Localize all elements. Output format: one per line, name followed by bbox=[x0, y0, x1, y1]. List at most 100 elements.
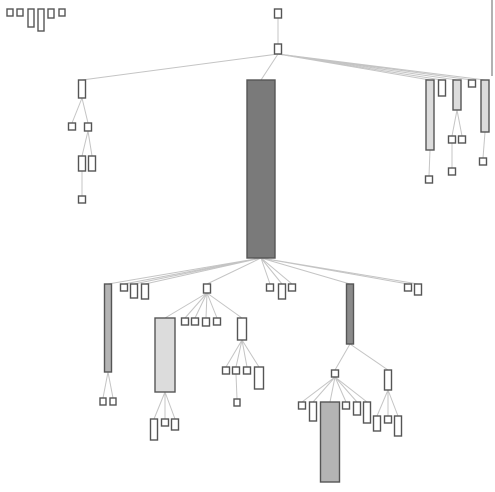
tree-edge bbox=[376, 389, 389, 417]
tree-node[interactable] bbox=[273, 8, 283, 19]
tree-node[interactable] bbox=[201, 317, 211, 327]
tree-node[interactable] bbox=[170, 418, 180, 431]
tree-node[interactable] bbox=[103, 283, 113, 373]
tree-edge bbox=[206, 292, 243, 319]
tree-node[interactable] bbox=[140, 283, 150, 300]
tree-edge bbox=[260, 257, 271, 285]
tree-node[interactable] bbox=[236, 317, 248, 341]
tree-node[interactable] bbox=[190, 317, 200, 326]
tree-node[interactable] bbox=[478, 157, 488, 166]
tree-node[interactable] bbox=[372, 415, 382, 432]
tree-edge bbox=[206, 257, 262, 285]
tree-node[interactable] bbox=[180, 317, 190, 326]
tree-node[interactable] bbox=[149, 418, 159, 441]
tree-edge bbox=[334, 376, 358, 403]
tree-node[interactable] bbox=[352, 401, 362, 416]
tree-node[interactable] bbox=[242, 366, 252, 375]
tree-edge bbox=[81, 97, 89, 124]
tree-node[interactable] bbox=[273, 43, 283, 55]
tree-edge bbox=[102, 371, 109, 399]
tree-edge bbox=[164, 292, 208, 319]
tree-node[interactable] bbox=[287, 283, 297, 292]
tree-edge bbox=[194, 292, 208, 319]
tree-edge bbox=[428, 149, 431, 177]
tree-node[interactable] bbox=[129, 283, 139, 299]
tree-edge bbox=[71, 97, 83, 124]
tree-edge bbox=[260, 257, 419, 285]
tree-edge bbox=[312, 376, 336, 403]
tree-node[interactable] bbox=[341, 401, 351, 410]
tree-node[interactable] bbox=[319, 401, 341, 483]
tree-edge bbox=[387, 389, 399, 417]
tree-node[interactable] bbox=[362, 401, 372, 424]
tree-node[interactable] bbox=[277, 283, 287, 300]
tree-node[interactable] bbox=[447, 167, 457, 176]
tree-node[interactable] bbox=[424, 175, 434, 184]
tree-node[interactable] bbox=[345, 283, 355, 345]
tree-node[interactable] bbox=[231, 366, 241, 375]
tree-node[interactable] bbox=[77, 155, 87, 172]
tree-node[interactable] bbox=[16, 8, 24, 17]
tree-node[interactable] bbox=[77, 79, 87, 99]
tree-edge bbox=[241, 339, 248, 368]
tree-node[interactable] bbox=[221, 366, 231, 375]
tree-edge bbox=[235, 373, 238, 400]
tree-edge bbox=[482, 131, 486, 159]
tree-node[interactable] bbox=[413, 283, 423, 296]
tree-edge bbox=[205, 292, 208, 319]
tree-node[interactable] bbox=[383, 369, 393, 391]
tree-node[interactable] bbox=[6, 8, 14, 17]
tree-node[interactable] bbox=[403, 283, 413, 292]
tree-node[interactable] bbox=[83, 122, 93, 132]
tree-edge bbox=[164, 391, 176, 420]
tree-edges bbox=[71, 0, 493, 420]
tree-edge bbox=[334, 376, 368, 403]
tree-node[interactable] bbox=[77, 195, 87, 204]
tree-edge bbox=[334, 343, 351, 371]
tree-node[interactable] bbox=[308, 401, 318, 422]
tree-edge bbox=[260, 257, 351, 285]
tree-node[interactable] bbox=[99, 397, 107, 406]
tree-node[interactable] bbox=[160, 418, 170, 427]
tree-node[interactable] bbox=[265, 283, 275, 292]
tree-edge bbox=[241, 339, 260, 368]
tree-node[interactable] bbox=[154, 317, 176, 393]
tree-edge bbox=[260, 257, 283, 285]
tree-node[interactable] bbox=[452, 79, 462, 111]
tree-node[interactable] bbox=[297, 401, 307, 410]
tree-node[interactable] bbox=[447, 135, 457, 144]
tree-node[interactable] bbox=[330, 369, 340, 378]
tree-node[interactable] bbox=[27, 8, 35, 28]
tree-node[interactable] bbox=[425, 79, 435, 151]
tree-node[interactable] bbox=[87, 155, 97, 172]
tree-node[interactable] bbox=[457, 135, 467, 144]
tree-edge bbox=[87, 130, 93, 157]
tree-node[interactable] bbox=[383, 415, 393, 424]
tree-node[interactable] bbox=[37, 8, 45, 32]
tree-node[interactable] bbox=[119, 283, 129, 292]
tree-edge bbox=[260, 257, 293, 285]
tree-node[interactable] bbox=[437, 79, 447, 97]
tree-edge bbox=[260, 53, 279, 81]
tree-edge bbox=[277, 53, 486, 81]
tree-node[interactable] bbox=[246, 79, 276, 259]
tree-node[interactable] bbox=[67, 122, 77, 131]
tree-node[interactable] bbox=[233, 398, 241, 407]
tree-edge bbox=[107, 371, 114, 399]
tree-edge bbox=[81, 53, 279, 81]
tree-node[interactable] bbox=[212, 317, 222, 326]
tree-node[interactable] bbox=[47, 8, 55, 19]
tree-edge bbox=[451, 109, 458, 137]
tree-node[interactable] bbox=[202, 283, 212, 294]
tree-node[interactable] bbox=[393, 415, 403, 437]
tree-edge bbox=[184, 292, 208, 319]
tree-node[interactable] bbox=[467, 79, 477, 88]
tree-node[interactable] bbox=[109, 397, 117, 406]
tree-edge bbox=[153, 391, 166, 420]
tree-edge bbox=[301, 376, 336, 403]
tree-edge bbox=[225, 339, 243, 368]
tree-node[interactable] bbox=[253, 366, 265, 390]
tree-node[interactable] bbox=[58, 8, 66, 17]
tree-node[interactable] bbox=[480, 79, 490, 133]
